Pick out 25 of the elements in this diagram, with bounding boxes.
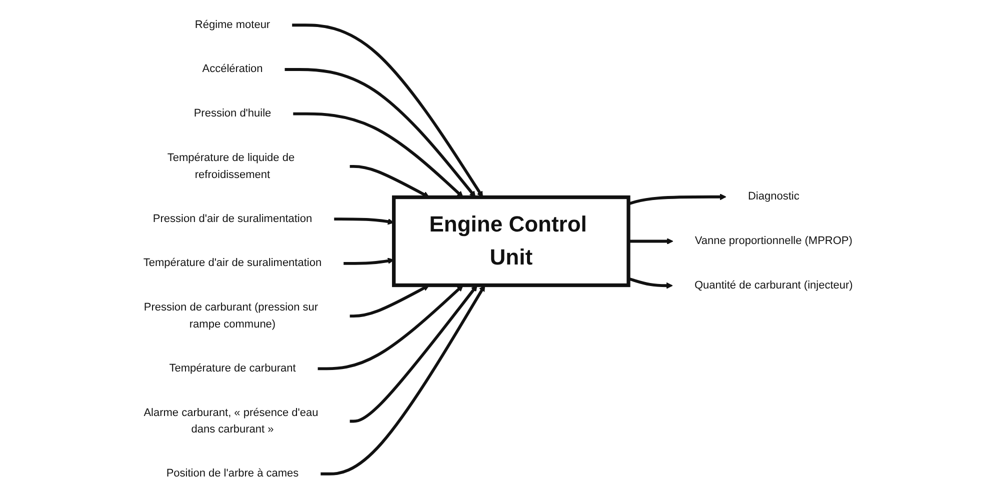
node-text: Pression de carburant (pression sur rampe commune) xyxy=(144,301,318,330)
arrow xyxy=(350,284,430,318)
arrow xyxy=(292,24,484,198)
arrow xyxy=(293,112,464,198)
node-text: Température d'air de suralimentation xyxy=(143,256,322,270)
node-text: Alarme carburant, « présence d'eau dans carburant » xyxy=(144,406,318,436)
node-text: Température de liquide de refroidissement xyxy=(167,151,295,180)
node-box: Engine Control Unit xyxy=(392,195,630,288)
node-text: Régime moteur xyxy=(194,18,270,31)
arrow xyxy=(628,238,674,244)
arrow xyxy=(284,68,476,198)
node-text: Position de l'arbre à cames xyxy=(166,467,299,480)
node-text: Température de carburant xyxy=(169,362,296,374)
node-text: Vanne proportionnelle (MPROP) xyxy=(694,234,852,247)
arrow xyxy=(350,284,478,423)
arrow xyxy=(628,277,673,289)
arrow xyxy=(320,284,486,476)
arrow xyxy=(628,194,726,206)
node-text: Quantité de carburant (injecteur) xyxy=(694,278,853,292)
node-text: Pression d'air de suralimentation xyxy=(152,212,312,225)
arrow xyxy=(350,164,430,198)
node-text: Accélération xyxy=(202,62,263,76)
arrow xyxy=(318,284,464,370)
node-text: Pression d'huile xyxy=(194,107,272,120)
node-text: Diagnostic xyxy=(748,190,800,203)
